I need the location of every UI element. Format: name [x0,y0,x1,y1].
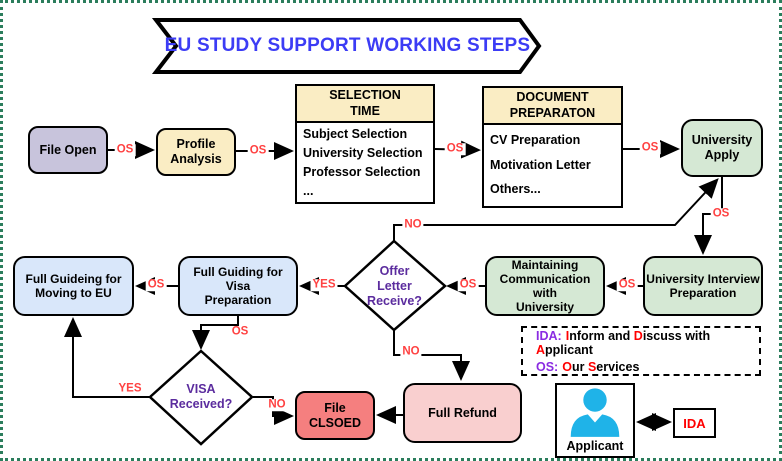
page-title: EU STUDY SUPPORT WORKING STEPS [164,35,531,56]
visa-received-diamond-shape [148,349,254,446]
table-row: University Selection [303,146,423,161]
edge-label-os: OS [639,141,661,154]
offer-letter-decision-label: Offer Letter Receive? [367,263,422,308]
document-preparation-header: DOCUMENT PREPARATON [484,88,621,126]
document-preparation-table: DOCUMENT PREPARATON CV Preparation Motiv… [482,86,623,208]
legend-text: I [565,328,570,343]
legend-text: O [562,359,572,374]
node-university-interview: University Interview Preparation [643,256,763,316]
edge-label-yes: YES [310,278,338,291]
table-row: Subject Selection [303,127,408,142]
applicant-label: Applicant [566,439,624,454]
legend-key-os: OS: [536,359,559,374]
applicant-box: Applicant [555,383,635,458]
table-row: Professor Selection [303,165,421,180]
node-maintaining-communication: Maintaining Communication with Universit… [485,256,605,316]
legend-text: pplicant [545,342,593,357]
legend-text: D [633,328,643,343]
edge-label-yes: YES [116,382,144,395]
edge-label-os: OS [229,325,251,338]
node-profile-analysis: Profile Analysis [156,128,236,176]
title-banner-shape [151,18,542,74]
edge-label-os: OS [247,144,269,157]
person-icon [570,388,620,437]
table-row: Others... [490,182,541,197]
legend-text: ur [571,359,588,374]
edge-offer-no-to-apply [393,178,719,241]
visa-received-decision-label: VISA Received? [169,382,233,411]
edge-label-os: OS [710,207,732,220]
edge-label-os: OS [616,278,638,291]
edge-offer-no-to-refund [393,330,470,381]
edge-label-os: OS [114,143,136,156]
legend-text: A [536,342,546,357]
legend-box: IDA:Inform and Discuss with Applicant OS… [521,326,761,376]
edge-label-os: OS [444,142,466,155]
selection-time-header: SELECTION TIME [297,86,433,124]
edge-visa-yes-to-moving [64,317,150,398]
edge-label-os: OS [145,278,167,291]
edge-label-no: NO [400,345,422,358]
offer-letter-diamond-shape [343,239,447,332]
ida-box: IDA [673,408,716,438]
edge-label-no: NO [266,398,288,411]
legend-text: iscuss with [642,328,711,343]
edge-label-no: NO [402,218,424,231]
table-row: CV Preparation [490,133,581,148]
table-row: Motivation Letter [490,157,591,172]
node-file-closed: File CLSOED [295,391,375,440]
node-full-refund: Full Refund [403,383,522,443]
legend-text: ervices [596,359,640,374]
legend-key-ida: IDA: [536,328,562,343]
node-moving-to-eu: Full Guideing for Moving to EU [13,256,134,316]
node-university-apply: University Apply [681,119,763,177]
edge-visaprep-to-visa-decision [192,316,239,350]
legend-line-os: OS:Our Services [536,360,759,374]
node-visa-preparation: Full Guiding for Visa Preparation [178,256,298,316]
edge-label-os: OS [457,278,479,291]
table-row: ... [303,184,314,199]
node-file-open: File Open [28,126,108,174]
legend-text: nform and [569,328,634,343]
legend-text: S [587,359,597,374]
selection-time-table: SELECTION TIME Subject Selection Univers… [295,84,435,204]
legend-line-ida: IDA:Inform and Discuss with Applicant [536,329,759,357]
